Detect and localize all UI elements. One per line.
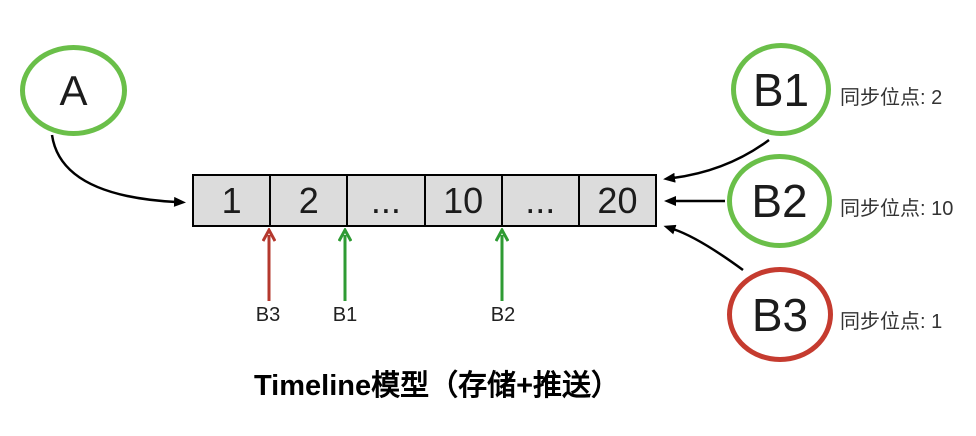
arrow-b1-to-timeline	[663, 138, 770, 183]
cursor-label-b2: B2	[490, 304, 516, 326]
consumer-node-b2: B2	[727, 154, 832, 248]
consumer-node-b3-label: B3	[751, 288, 809, 341]
timeline-cell-ellipsis-1: ...	[346, 176, 423, 225]
timeline-cell-2: 2	[269, 176, 346, 225]
consumer-node-b3: B3	[727, 267, 833, 362]
timeline-cell-1: 1	[221, 179, 242, 221]
timeline-cell-20: 20	[577, 176, 655, 225]
consumer-node-b1-label: B1	[752, 63, 810, 116]
timeline-cell-ellipsis-2: ...	[500, 176, 578, 225]
producer-node-a-label: A	[59, 66, 88, 114]
consumer-node-b2-label: B2	[751, 175, 808, 227]
sync-point-label-b2: 同步位点: 10	[840, 198, 954, 220]
producer-node-a: A	[20, 45, 127, 136]
timeline-array: 1 2 ... 10 ... 20	[192, 174, 657, 227]
diagram-title: Timeline模型（存储+推送）	[253, 370, 621, 402]
arrow-b3-to-timeline	[663, 224, 744, 272]
timeline-cell-10: 10	[423, 176, 501, 225]
cursor-label-b1: B1	[332, 304, 358, 326]
consumer-node-b1: B1	[731, 43, 831, 136]
arrow-a-to-timeline	[50, 134, 186, 207]
sync-point-label-b1: 同步位点: 2	[840, 87, 943, 109]
cursor-label-b3: B3	[255, 304, 281, 326]
sync-point-label-b3: 同步位点: 1	[840, 311, 943, 333]
